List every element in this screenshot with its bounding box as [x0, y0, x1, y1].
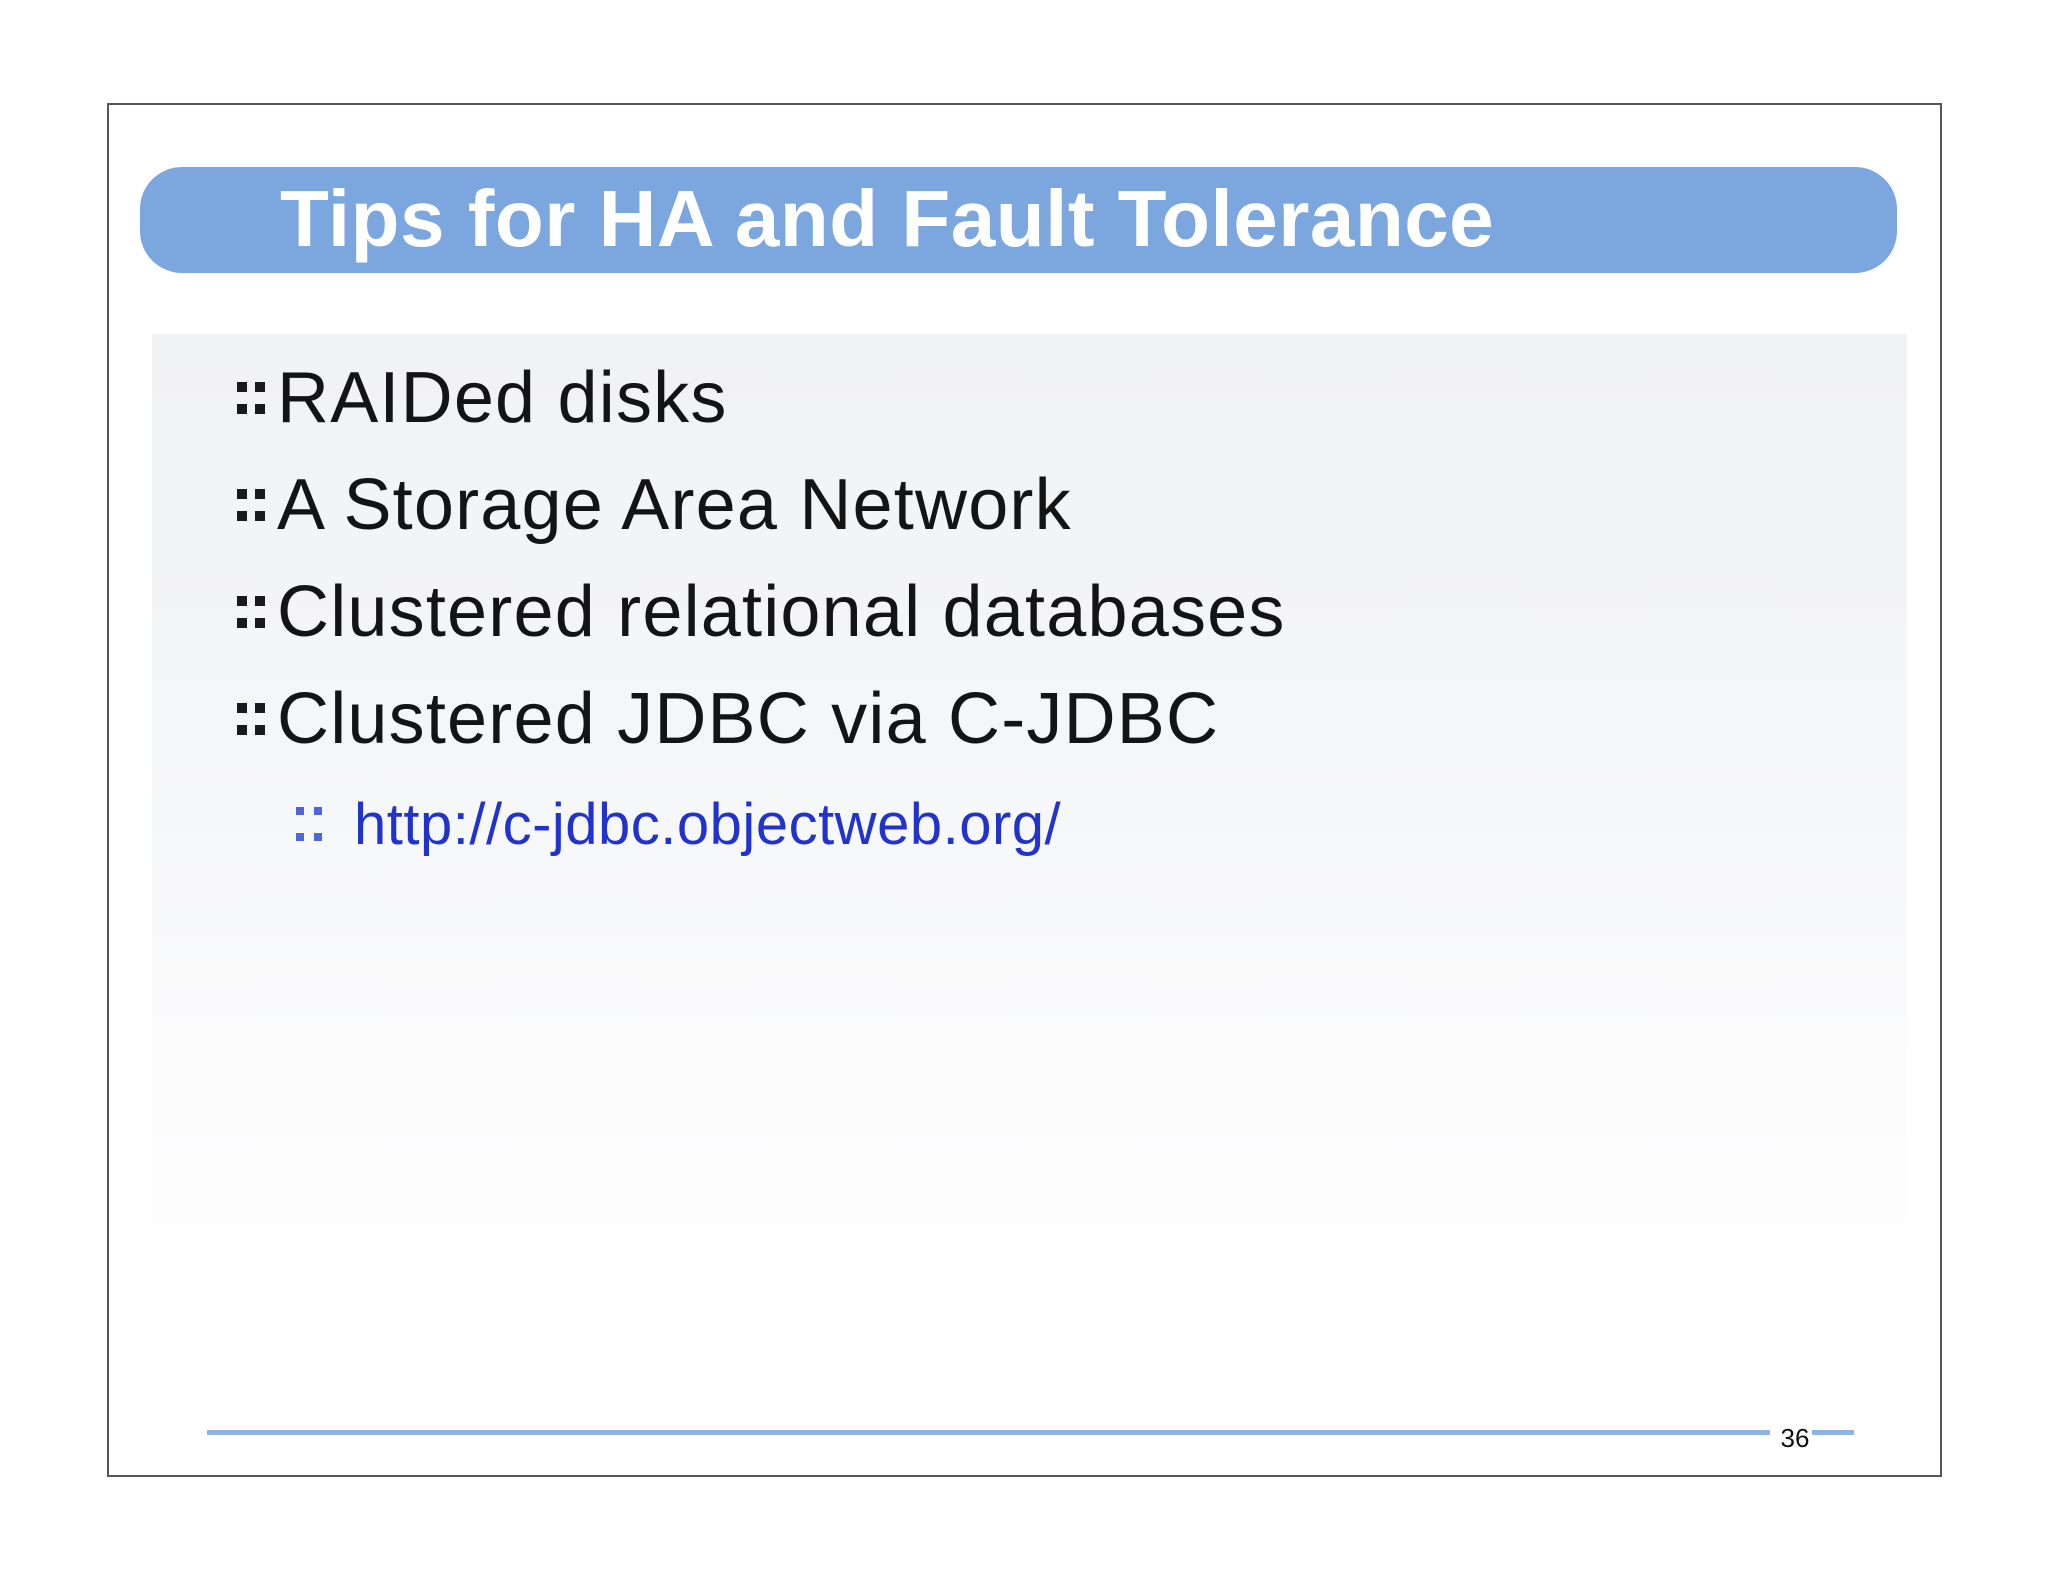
bullet-item: Clustered JDBC via C-JDBC — [152, 665, 1907, 772]
bullet-item: A Storage Area Network — [152, 451, 1907, 558]
bullet-item: Clustered relational databases — [152, 558, 1907, 665]
bullet-icon — [237, 381, 265, 414]
footer-rule-left — [207, 1430, 1770, 1435]
slide-title: Tips for HA and Fault Tolerance — [280, 174, 1495, 263]
bullet-label: A Storage Area Network — [277, 464, 1072, 545]
bullet-icon — [237, 595, 265, 628]
content-panel: RAIDed disks A Storage Area Network Clus… — [152, 334, 1907, 1382]
bullet-icon — [237, 702, 265, 735]
sub-bullet-item: http://c-jdbc.objectweb.org/ — [152, 772, 1907, 876]
page-number: 36 — [1780, 1423, 1810, 1453]
bullet-label: RAIDed disks — [277, 357, 728, 438]
footer-rule-right — [1812, 1430, 1854, 1435]
slide: Tips for HA and Fault Tolerance RAIDed d… — [107, 103, 1942, 1477]
bullet-item: RAIDed disks — [152, 344, 1907, 451]
sub-bullet-icon — [296, 807, 322, 841]
bullet-label: Clustered JDBC via C-JDBC — [277, 678, 1220, 759]
bullet-icon — [237, 488, 265, 521]
title-bar: Tips for HA and Fault Tolerance — [140, 167, 1897, 273]
bullet-list: RAIDed disks A Storage Area Network Clus… — [152, 334, 1907, 876]
c-jdbc-url-link[interactable]: http://c-jdbc.objectweb.org/ — [354, 791, 1062, 857]
bullet-label: Clustered relational databases — [277, 571, 1286, 652]
